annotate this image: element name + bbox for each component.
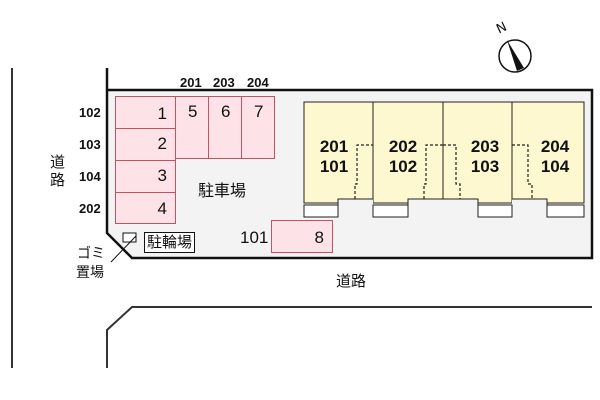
- space-unit-label: 102: [79, 105, 101, 120]
- parking-space-6[interactable]: 6: [208, 96, 242, 159]
- building-unit-203-103[interactable]: 203 103: [460, 137, 510, 177]
- space-unit-label: 201: [180, 75, 202, 90]
- garbage-label-line1: ゴミ: [77, 246, 105, 262]
- space-number: 3: [157, 166, 167, 185]
- building-unit-202-102[interactable]: 202 102: [378, 137, 428, 177]
- space-number: 5: [188, 102, 198, 121]
- west-road-label: 道路: [50, 153, 66, 189]
- parking-space-1[interactable]: 1: [115, 96, 176, 129]
- unit-upper: 203: [470, 137, 500, 156]
- south-road-label: 道路: [336, 272, 367, 290]
- unit-lower: 103: [470, 157, 500, 176]
- parking-space-4[interactable]: 4: [115, 192, 176, 224]
- space-unit-label: 103: [79, 137, 101, 152]
- building-unit-204-104[interactable]: 204 104: [530, 137, 580, 177]
- parking-space-2[interactable]: 2: [115, 128, 176, 161]
- unit-lower: 101: [319, 157, 349, 176]
- parking-space-8[interactable]: 8: [271, 220, 333, 253]
- space-unit-label: 204: [247, 75, 269, 90]
- parking-lot-label: 駐車場: [198, 181, 247, 200]
- space-unit-label: 203: [213, 75, 235, 90]
- space-number: 2: [157, 134, 167, 153]
- parking-space-3[interactable]: 3: [115, 160, 176, 193]
- unit-upper: 204: [540, 137, 570, 156]
- space-number: 8: [314, 228, 324, 247]
- space-number: 6: [221, 102, 231, 121]
- space-number: 7: [254, 102, 264, 121]
- bicycle-parking-label: 駐輪場: [144, 232, 196, 253]
- unit-upper: 202: [388, 137, 418, 156]
- building-unit-201-101[interactable]: 201 101: [309, 137, 359, 177]
- parking-space-7[interactable]: 7: [241, 96, 275, 159]
- space-unit-label: 101: [240, 228, 269, 247]
- space-unit-label: 202: [79, 201, 101, 216]
- space-unit-label: 104: [79, 169, 101, 184]
- unit-lower: 102: [388, 157, 418, 176]
- parking-space-5[interactable]: 5: [175, 96, 209, 159]
- space-number: 4: [157, 199, 167, 218]
- garbage-label-line2: 置場: [76, 265, 104, 281]
- unit-lower: 104: [540, 157, 570, 176]
- space-number: 1: [157, 104, 167, 123]
- unit-upper: 201: [319, 137, 349, 156]
